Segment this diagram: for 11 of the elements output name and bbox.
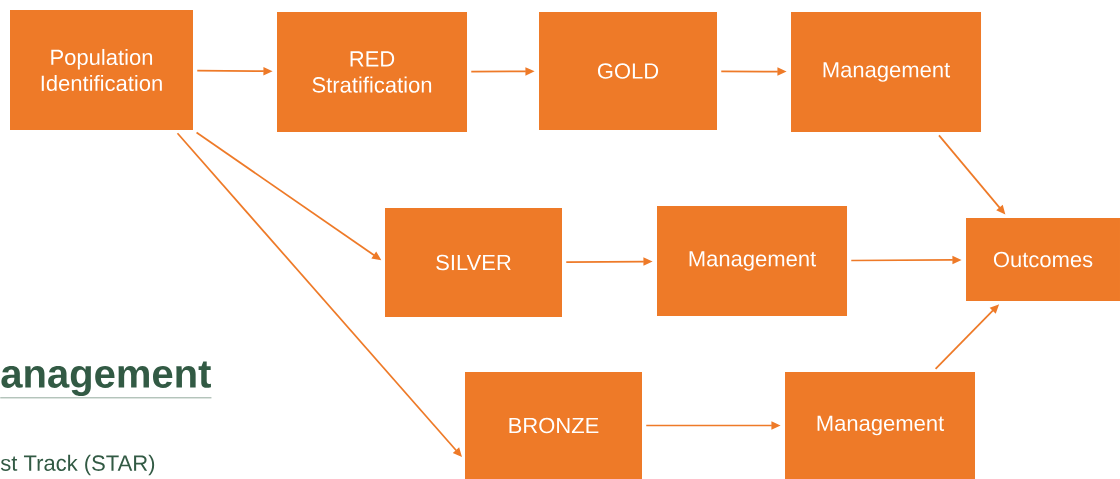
process-box: Management — [785, 372, 975, 479]
process-box: Population Identification — [10, 10, 193, 130]
process-box: SILVER — [385, 208, 562, 317]
process-box: Outcomes — [966, 218, 1120, 301]
heading: anagement — [0, 361, 212, 399]
process-box: Management — [791, 12, 981, 132]
process-box: Management — [657, 206, 847, 316]
process-box: RED Stratification — [277, 12, 467, 132]
process-box: GOLD — [539, 12, 717, 130]
process-box: BRONZE — [465, 372, 642, 479]
subheading: st Track (STAR) — [0, 454, 155, 476]
